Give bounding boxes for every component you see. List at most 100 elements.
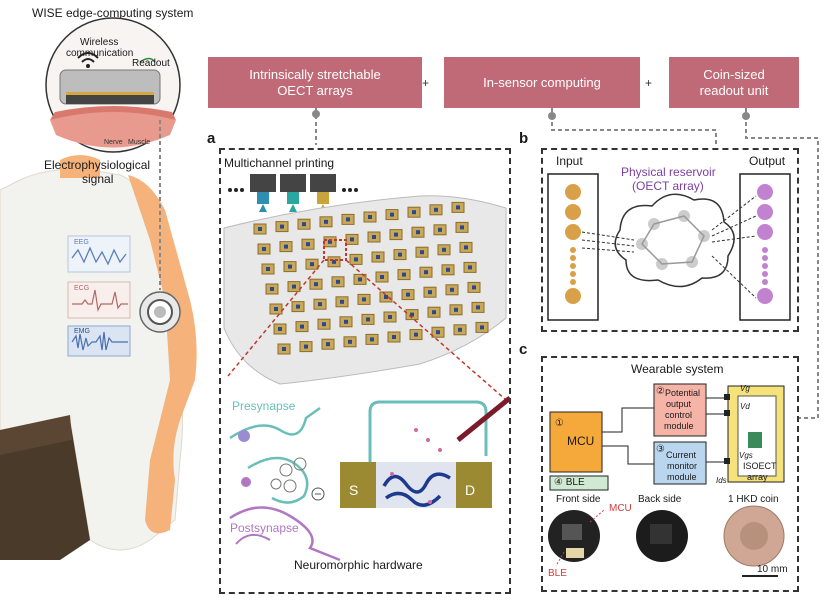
input-node [565,204,581,220]
oect-channel [436,330,440,335]
oect-channel [348,339,352,344]
reservoir-cloud [614,193,735,288]
pot-line2: output [666,399,692,409]
wearable-diagram [548,383,785,577]
vd-label: Vd [740,402,750,411]
output-node [757,224,773,240]
oect-grid [253,201,489,355]
oect-channel [358,277,362,282]
oect-channel [340,299,344,304]
eeg-card [67,235,131,273]
oect-channel [304,344,308,349]
oect-channel [344,319,348,324]
presynapse-label: Presynapse [232,399,296,413]
signal-label-line1: Electrophysiological [44,158,151,172]
oect-channel [328,239,332,244]
output-node [762,279,768,285]
panel-b-letter: b [519,130,529,147]
communication-label: communication [66,48,134,59]
oect-channel [476,305,480,310]
oect-channel [460,225,464,230]
input-label: Input [556,154,583,168]
oect-channel [468,265,472,270]
plus-1: + [422,76,430,90]
output-node [762,271,768,277]
reservoir-label-line2: (OECT array) [632,179,704,193]
input-node [570,247,576,253]
oect-channel [362,297,366,302]
oect-channel [366,317,370,322]
oect-channel [370,337,374,342]
oect-channel [336,279,340,284]
oect-channel [388,315,392,319]
neuromorphic-caption: Neuromorphic hardware [294,558,423,572]
oect-channel [392,335,396,339]
back-side-label: Back side [638,494,682,505]
oect-channel [416,230,420,235]
isoect-line2: array [747,472,768,482]
oect-channel [292,284,296,289]
oect-channel [410,312,414,317]
panel-a [219,148,511,594]
oect-channel [278,327,282,331]
isoect-line1: ISOECT [743,461,777,471]
panel-b [541,148,799,332]
wireless-label: Wireless [80,37,119,48]
vgs-label: Vgs [739,451,753,460]
muscle-label: Muscle [128,139,151,146]
system-title: WISE edge-computing system [32,6,194,20]
cur-num: ③ [656,444,665,455]
oect-channel [390,212,394,217]
oect-channel [346,217,350,222]
oect-channel [428,290,432,295]
oect-channel [310,262,314,267]
reservoir-label-line1: Physical reservoir [621,165,716,179]
connector-line-b [551,108,717,145]
oect-channel [258,227,262,231]
front-side-label: Front side [556,494,601,505]
output-node [757,204,773,220]
ecg-label: ECG [74,285,90,292]
coin-label: 1 HKD coin [728,494,779,505]
box3-line1: Coin-sized [703,66,765,82]
eeg-label: EEG [74,239,89,246]
pot-line3: control [665,410,693,420]
emg-card [67,325,131,357]
oect-channel [402,272,406,277]
oect-channel [464,245,468,250]
output-label: Output [749,154,786,168]
emg-label: EMG [74,328,90,335]
wearable-title: Wearable system [631,362,724,376]
oect-channel [450,287,454,292]
oect-channel [274,307,278,311]
oect-channel [326,342,330,347]
scale-bar-label: 10 mm [757,564,788,575]
input-node [570,263,576,269]
oect-channel [322,322,326,327]
oect-channel [368,215,372,219]
oect-channel [384,295,388,299]
panel-a-letter: a [207,130,216,147]
source-label: S [349,482,359,498]
device-inset [45,17,181,153]
input-node [565,288,581,304]
oect-channel [446,267,450,272]
input-nodes [565,184,581,304]
box1-line1: Intrinsically stretchable [249,66,381,82]
human-figure [0,155,197,560]
oect-channel [288,264,292,269]
cur-line3: module [667,472,697,482]
ble-block-label: ④ BLE [554,477,585,488]
ble-photo-label: BLE [548,568,567,579]
ids-label: Ids [716,476,727,485]
output-node [762,255,768,261]
oect-channel [380,275,384,279]
input-node [570,255,576,261]
vg-label: Vg [740,384,750,393]
cur-line2: monitor [667,461,698,471]
oect-channel [434,207,438,212]
oect-channel [406,292,410,297]
oect-channel [300,324,304,329]
